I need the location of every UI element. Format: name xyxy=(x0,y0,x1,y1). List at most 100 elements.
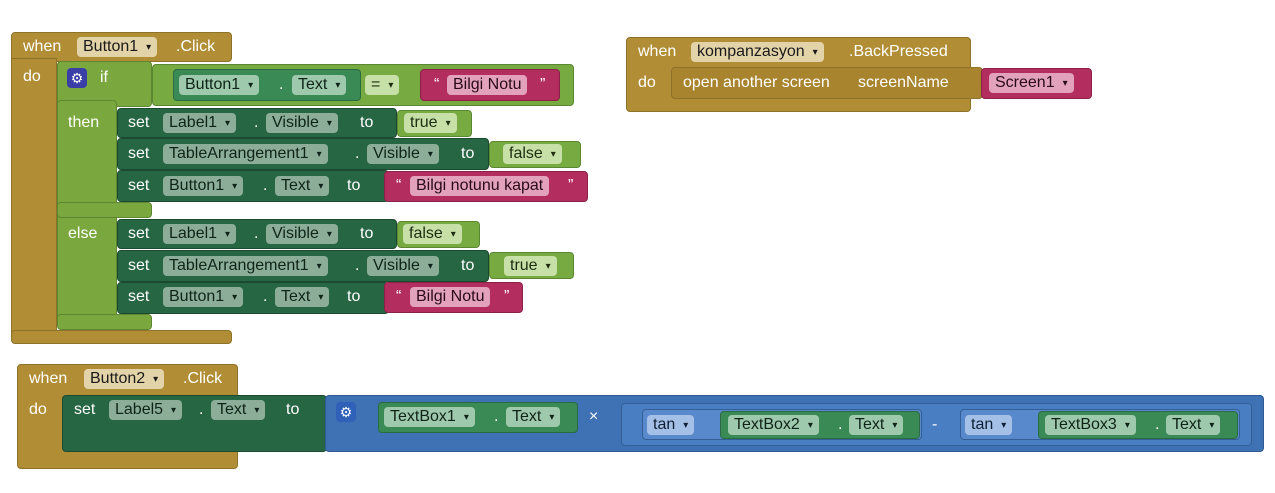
to-label: to xyxy=(347,288,361,305)
component-dropdown[interactable]: Label1▾ xyxy=(163,224,237,244)
open-quote: “ xyxy=(396,177,402,194)
dot-separator: . xyxy=(1155,416,1160,433)
property-dropdown[interactable]: Text▾ xyxy=(275,287,330,307)
close-quote: ” xyxy=(540,76,546,93)
event-frame-bottom xyxy=(11,330,232,344)
set-label: set xyxy=(128,257,150,274)
setter-label5-text[interactable] xyxy=(62,395,327,452)
component-dropdown[interactable]: TextBox1▾ xyxy=(384,407,475,427)
component-dropdown-kompanzasyon[interactable]: kompanzasyon▾ xyxy=(691,42,824,62)
screen-name-block[interactable] xyxy=(981,68,1092,99)
dot-separator: . xyxy=(263,288,268,305)
property-dropdown[interactable]: Visible▾ xyxy=(266,224,338,244)
component-dropdown[interactable]: Label5▾ xyxy=(109,400,183,420)
event-name: .Click xyxy=(176,38,216,55)
dot-separator: . xyxy=(494,408,499,425)
dot-separator: . xyxy=(279,76,284,93)
dot-separator: . xyxy=(838,416,843,433)
string-value[interactable]: Bilgi Notu xyxy=(410,287,491,307)
dot-separator: . xyxy=(355,257,360,274)
component-dropdown-button1[interactable]: Button1▾ xyxy=(77,37,158,57)
event-name: .BackPressed xyxy=(849,43,948,60)
string-value[interactable]: Bilgi notunu kapat xyxy=(410,176,550,196)
component-dropdown[interactable]: TextBox2▾ xyxy=(728,415,819,435)
do-label: do xyxy=(23,68,41,85)
getter-textbox3-text[interactable] xyxy=(1038,411,1238,439)
component-dropdown[interactable]: TableArrangement1▾ xyxy=(163,144,328,164)
property-dropdown[interactable]: Text▾ xyxy=(275,176,330,196)
to-label: to xyxy=(360,114,374,131)
property-dropdown[interactable]: Text▾ xyxy=(211,400,266,420)
dot-separator: . xyxy=(254,114,259,131)
mutator-gear-icon[interactable]: ⚙ xyxy=(67,68,87,88)
set-label: set xyxy=(74,401,96,418)
string-value[interactable]: Bilgi Notu xyxy=(447,75,528,95)
when-label: when xyxy=(638,43,677,60)
event-frame-left xyxy=(11,58,57,336)
event-frame xyxy=(17,364,238,469)
dot-separator: . xyxy=(355,145,360,162)
operator-dropdown[interactable]: =▾ xyxy=(365,75,400,95)
if-frame-mid xyxy=(57,202,152,218)
component-dropdown-button2[interactable]: Button2▾ xyxy=(84,369,165,389)
set-label: set xyxy=(128,225,150,242)
set-label: set xyxy=(128,288,150,305)
component-dropdown[interactable]: Button1▾ xyxy=(179,75,260,95)
then-label: then xyxy=(68,114,100,131)
logic-value-dropdown[interactable]: true▾ xyxy=(404,113,457,133)
math-function-dropdown[interactable]: tan▾ xyxy=(647,415,695,435)
component-dropdown[interactable]: TableArrangement1▾ xyxy=(163,256,328,276)
logic-value-dropdown[interactable]: false▾ xyxy=(503,144,562,164)
action-label: open another screen xyxy=(683,74,830,91)
else-label: else xyxy=(68,225,98,242)
param-label: screenName xyxy=(858,74,949,91)
do-label: do xyxy=(29,401,47,418)
multiply-operator: × xyxy=(589,408,599,425)
property-dropdown[interactable]: Text▾ xyxy=(849,415,904,435)
when-label: when xyxy=(29,370,68,387)
open-quote: “ xyxy=(434,76,440,93)
component-dropdown[interactable]: Label1▾ xyxy=(163,113,237,133)
property-dropdown[interactable]: Text▾ xyxy=(292,75,347,95)
close-quote: ” xyxy=(568,177,574,194)
screen-dropdown[interactable]: Screen1▾ xyxy=(989,73,1074,93)
set-label: set xyxy=(128,145,150,162)
tan-block[interactable] xyxy=(642,409,922,440)
component-dropdown[interactable]: Button1▾ xyxy=(163,176,244,196)
property-dropdown[interactable]: Visible▾ xyxy=(266,113,338,133)
getter-textbox1-text[interactable] xyxy=(378,402,578,433)
close-quote: ” xyxy=(504,288,510,305)
property-dropdown[interactable]: Text▾ xyxy=(1166,415,1221,435)
math-function-dropdown[interactable]: tan▾ xyxy=(965,415,1013,435)
getter-textbox2-text[interactable] xyxy=(720,411,920,439)
setter-else-3[interactable] xyxy=(117,282,389,314)
subtract-operator: - xyxy=(932,416,938,433)
component-dropdown[interactable]: TextBox3▾ xyxy=(1045,415,1136,435)
do-label: do xyxy=(638,74,656,91)
tan-block[interactable] xyxy=(960,409,1240,440)
set-label: set xyxy=(128,177,150,194)
property-dropdown[interactable]: Visible▾ xyxy=(367,144,439,164)
logic-value-dropdown[interactable]: true▾ xyxy=(504,256,557,276)
to-label: to xyxy=(461,145,475,162)
to-label: to xyxy=(360,225,374,242)
event-block-button1-click[interactable]: when Button1▾ .Click do ⚙ if then else B… xyxy=(0,0,600,350)
if-frame-bottom xyxy=(57,314,152,330)
open-quote: “ xyxy=(396,288,402,305)
property-dropdown[interactable]: Text▾ xyxy=(506,407,561,427)
property-dropdown[interactable]: Visible▾ xyxy=(367,256,439,276)
logic-value-dropdown[interactable]: false▾ xyxy=(403,224,462,244)
set-label: set xyxy=(128,114,150,131)
to-label: to xyxy=(347,177,361,194)
subtract-block[interactable] xyxy=(621,403,1252,446)
multiply-block[interactable] xyxy=(325,395,1264,452)
event-name: .Click xyxy=(183,370,223,387)
dot-separator: . xyxy=(254,225,259,242)
to-label: to xyxy=(461,257,475,274)
open-another-screen-block[interactable] xyxy=(671,67,983,99)
dot-separator: . xyxy=(263,177,268,194)
to-label: to xyxy=(286,401,300,418)
mutator-gear-icon[interactable]: ⚙ xyxy=(336,402,356,422)
event-frame xyxy=(626,37,971,112)
component-dropdown[interactable]: Button1▾ xyxy=(163,287,244,307)
